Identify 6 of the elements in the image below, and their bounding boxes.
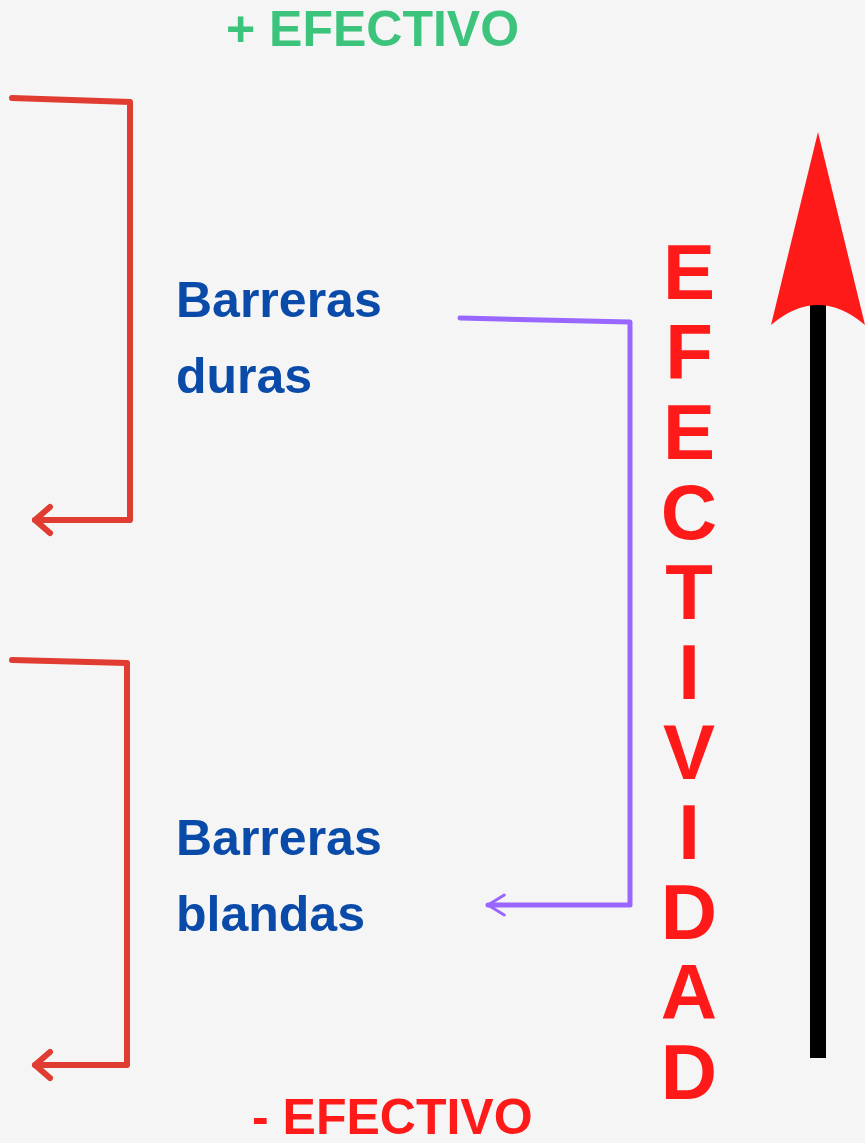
axis-label: EFECTIVIDAD [650,228,728,1108]
arrow [457,315,633,917]
node-label: Barreras duras [176,271,383,406]
node-label: Barreras blandas [176,809,383,944]
scale-label: + EFECTIVO [226,0,520,58]
scale-label: - EFECTIVO [252,1088,533,1143]
